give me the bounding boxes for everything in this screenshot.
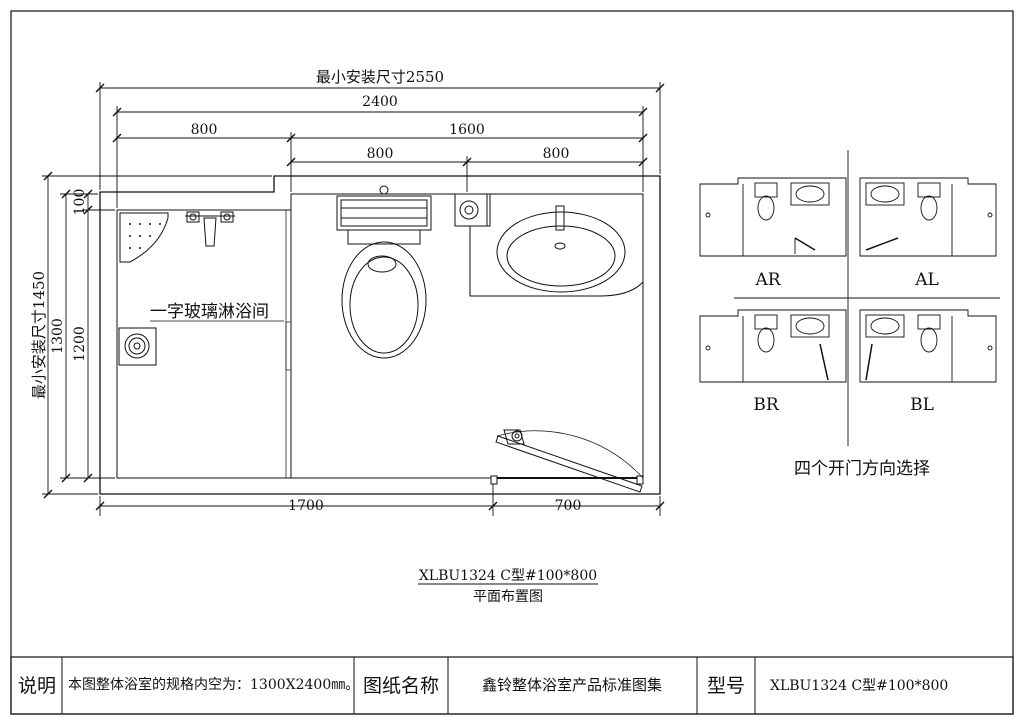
options-caption: 四个开门方向选择 xyxy=(794,459,930,479)
sheet-border xyxy=(10,10,1014,715)
outer-wall xyxy=(99,175,661,495)
option-bl-diagram xyxy=(859,309,997,383)
option-bl-label: BL xyxy=(910,395,934,415)
option-al-label: AL xyxy=(914,270,939,290)
note-text: 本图整体浴室的规格内空为：1300X2400㎜。 xyxy=(68,676,359,693)
dim-inner-height: 1300 xyxy=(50,318,66,354)
title-block xyxy=(10,656,1014,715)
model-label: 型号 xyxy=(707,675,745,697)
dim-toilet-zone: 800 xyxy=(367,146,394,162)
note-label: 说明 xyxy=(18,675,56,697)
wall-valve xyxy=(454,193,488,227)
option-ar-label: AR xyxy=(754,270,781,290)
dim-right-zone: 1600 xyxy=(449,122,485,138)
option-al-diagram xyxy=(859,177,997,257)
dim-step-100: 100 xyxy=(72,189,88,216)
dim-min-install-height: 最小安装尺寸1450 xyxy=(30,271,48,399)
plan-subtitle: 平面布置图 xyxy=(473,589,543,605)
main-plan: 最小安装尺寸2550 2400 800 1600 800 800 1700 70… xyxy=(30,68,665,516)
shower-label: 一字玻璃淋浴间 xyxy=(150,302,269,322)
corner-shelf xyxy=(119,212,169,263)
drawing-name-label: 图纸名称 xyxy=(363,675,439,697)
glass-door xyxy=(490,429,644,493)
option-br-label: BR xyxy=(753,395,779,415)
dim-inner-width: 2400 xyxy=(362,94,398,110)
toilet xyxy=(336,185,432,359)
shower-mixer xyxy=(185,211,235,247)
plan-title: XLBU1324 C型#100*800 xyxy=(419,568,597,584)
dim-bottom-left: 1700 xyxy=(288,498,324,514)
option-br-diagram xyxy=(699,309,847,383)
dimension-lines xyxy=(42,82,665,516)
dim-left-zone: 800 xyxy=(191,122,218,138)
dim-basin-zone: 800 xyxy=(543,146,570,162)
vanity-basin xyxy=(469,193,644,297)
option-ar-diagram xyxy=(699,177,847,257)
dim-height-1200: 1200 xyxy=(72,326,88,362)
dim-bottom-right: 700 xyxy=(555,498,582,514)
door-options xyxy=(699,150,1000,446)
floor-drain xyxy=(118,327,157,366)
inner-wall xyxy=(116,193,644,479)
dim-min-install-width: 最小安装尺寸2550 xyxy=(316,68,444,86)
model-value: XLBU1324 C型#100*800 xyxy=(770,678,948,694)
drawing-name: 鑫铃整体浴室产品标准图集 xyxy=(482,676,662,694)
